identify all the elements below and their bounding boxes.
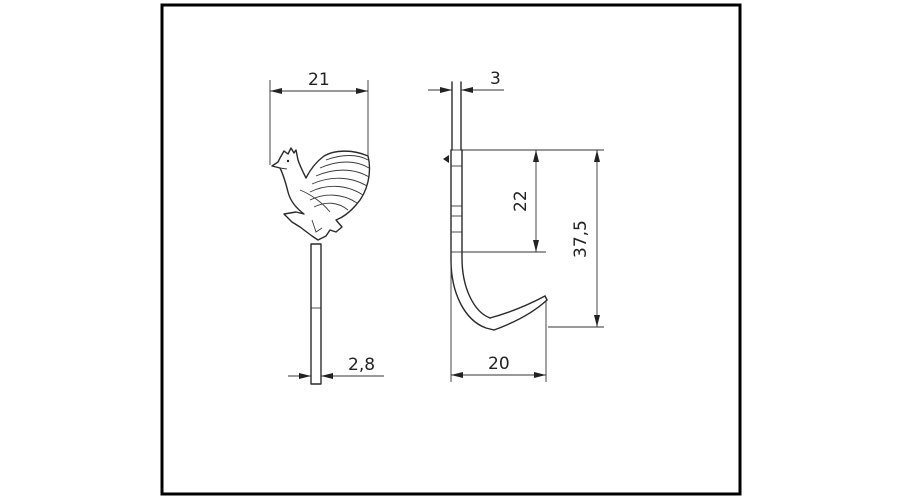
dim-plate-thickness-label: 3 — [490, 69, 501, 89]
dim-hole-spacing: 22 — [462, 149, 546, 253]
dim-rooster-width-label: 21 — [308, 70, 330, 90]
dim-rooster-width: 21 — [269, 70, 369, 165]
rooster-figure — [271, 147, 371, 241]
dim-hook-depth: 20 — [450, 262, 547, 382]
side-view: 3 22 37,5 20 — [428, 69, 604, 382]
dim-rod-diameter-label: 2,8 — [348, 355, 375, 375]
dim-hook-depth-label: 20 — [488, 354, 510, 374]
dim-hole-spacing-label: 22 — [511, 190, 531, 212]
front-view: 21 2,8 — [269, 70, 384, 385]
dim-rod-diameter: 2,8 — [288, 355, 384, 384]
hook-plate — [443, 81, 548, 331]
drawing-frame — [160, 3, 742, 496]
rooster-rod — [310, 243, 322, 385]
dim-plate-thickness: 3 — [428, 69, 504, 93]
dim-total-height-label: 37,5 — [571, 220, 591, 258]
dim-total-height: 37,5 — [546, 149, 604, 328]
